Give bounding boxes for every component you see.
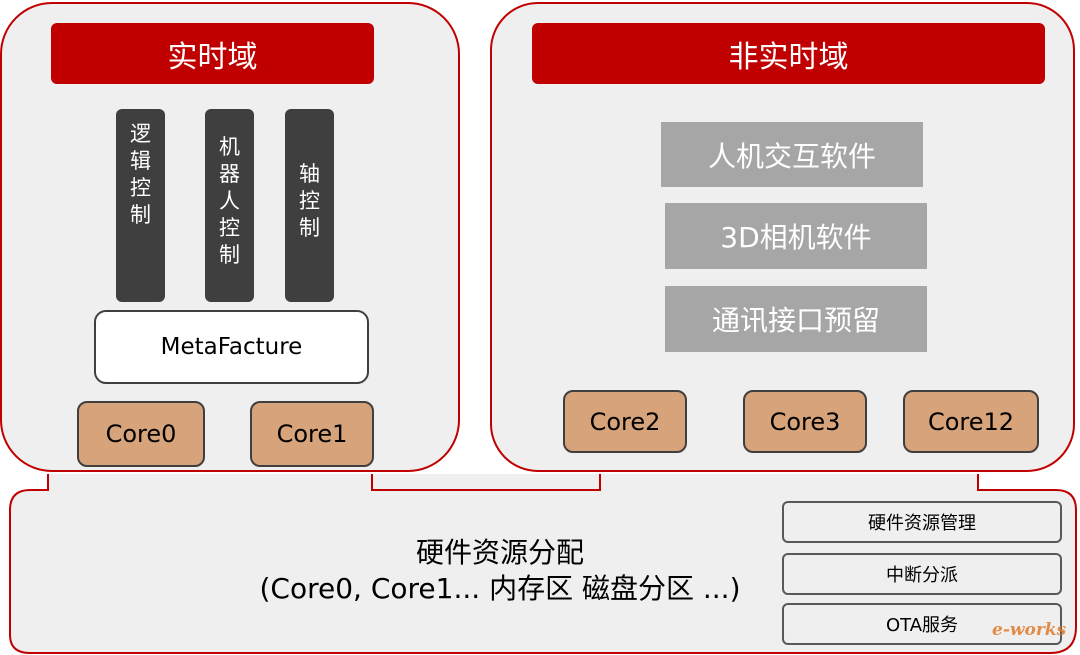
service-box: OTA服务 bbox=[782, 603, 1062, 645]
software-block: 人机交互软件 bbox=[661, 122, 923, 187]
service-box: 硬件资源管理 bbox=[782, 501, 1062, 543]
core-box: Core2 bbox=[563, 390, 687, 453]
realtime-domain-title: 实时域 bbox=[51, 23, 374, 84]
core-box: Core0 bbox=[77, 401, 205, 467]
hardware-subtitle: (Core0, Core1... 内存区 磁盘分区 ...) bbox=[259, 572, 741, 605]
task-axis-control: 轴控 制 bbox=[285, 109, 334, 302]
non-realtime-domain-title: 非实时域 bbox=[532, 23, 1045, 84]
metafacture-middleware: MetaFacture bbox=[94, 310, 369, 384]
hardware-title: 硬件资源分配 bbox=[415, 536, 584, 569]
task-logic-control: 逻辑 控制 bbox=[116, 109, 165, 302]
core-box: Core12 bbox=[903, 390, 1039, 453]
core-box: Core3 bbox=[743, 390, 867, 453]
service-box: 中断分派 bbox=[782, 553, 1062, 595]
e-works-watermark-logo: e-works bbox=[992, 620, 1067, 640]
software-block: 3D相机软件 bbox=[665, 203, 927, 269]
task-robot-control: 机器 人控 制 bbox=[205, 109, 254, 302]
hardware-top-connector bbox=[371, 474, 601, 491]
core-box: Core1 bbox=[250, 401, 374, 467]
software-block: 通讯接口预留 bbox=[665, 286, 927, 352]
hardware-allocation-label: 硬件资源分配 (Core0, Core1... 内存区 磁盘分区 ...) bbox=[170, 535, 830, 607]
